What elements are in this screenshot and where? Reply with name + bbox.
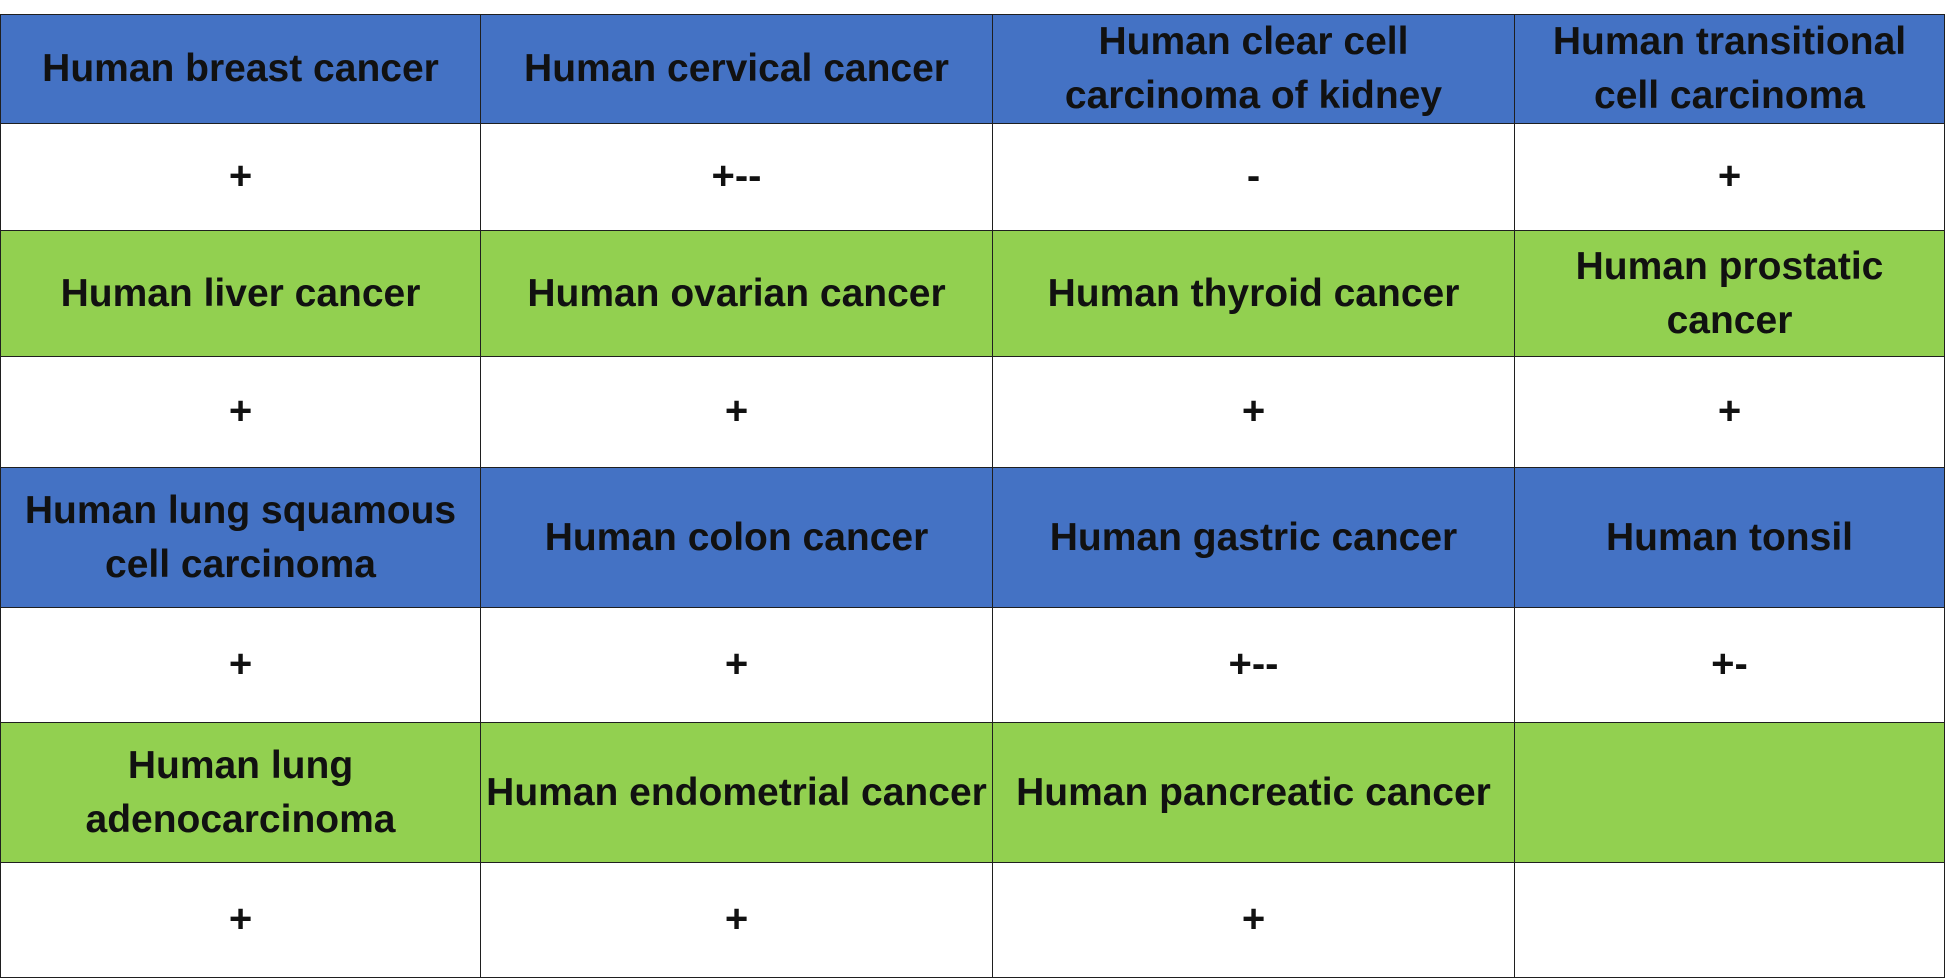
result-cell: +	[480, 356, 993, 468]
cancer-name-cell: Human pancreatic cancer	[992, 722, 1515, 863]
cancer-name-cell: Human thyroid cancer	[992, 230, 1515, 357]
result-row: + +-- - +	[0, 123, 1945, 231]
result-cell: +-	[1514, 607, 1945, 723]
result-cell: +	[992, 862, 1515, 978]
result-row: + + +-- +-	[0, 607, 1945, 723]
result-cell: +	[480, 862, 993, 978]
cancer-name-row: Human lung squamous cell carcinoma Human…	[0, 467, 1945, 608]
cancer-name-cell: Human breast cancer	[0, 14, 481, 124]
result-cell: +	[0, 862, 481, 978]
result-cell: +	[0, 123, 481, 231]
empty-cell	[1514, 722, 1945, 863]
result-cell: +	[1514, 123, 1945, 231]
cancer-name-row: Human lung adenocarcinoma Human endometr…	[0, 722, 1945, 863]
cancer-name-cell: Human lung adenocarcinoma	[0, 722, 481, 863]
cancer-name-cell: Human gastric cancer	[992, 467, 1515, 608]
cancer-name-cell: Human transitional cell carcinoma	[1514, 14, 1945, 124]
result-cell: +	[992, 356, 1515, 468]
result-row: + + +	[0, 862, 1945, 978]
cancer-name-cell: Human prostatic cancer	[1514, 230, 1945, 357]
cancer-name-row: Human breast cancer Human cervical cance…	[0, 14, 1945, 124]
result-cell: +	[0, 356, 481, 468]
cancer-name-cell: Human cervical cancer	[480, 14, 993, 124]
result-cell: +	[0, 607, 481, 723]
result-cell: +	[480, 607, 993, 723]
cancer-name-cell: Human clear cell carcinoma of kidney	[992, 14, 1515, 124]
cancer-name-cell: Human lung squamous cell carcinoma	[0, 467, 481, 608]
cancer-name-cell: Human colon cancer	[480, 467, 993, 608]
result-row: + + + +	[0, 356, 1945, 468]
cancer-name-cell: Human liver cancer	[0, 230, 481, 357]
cancer-name-row: Human liver cancer Human ovarian cancer …	[0, 230, 1945, 357]
cancer-name-cell: Human tonsil	[1514, 467, 1945, 608]
result-cell: +	[1514, 356, 1945, 468]
result-cell: +--	[480, 123, 993, 231]
cancer-name-cell: Human endometrial cancer	[480, 722, 993, 863]
result-cell: -	[992, 123, 1515, 231]
cancer-staining-table: Human breast cancer Human cervical cance…	[0, 14, 1945, 978]
empty-cell	[1514, 862, 1945, 978]
result-cell: +--	[992, 607, 1515, 723]
cancer-name-cell: Human ovarian cancer	[480, 230, 993, 357]
